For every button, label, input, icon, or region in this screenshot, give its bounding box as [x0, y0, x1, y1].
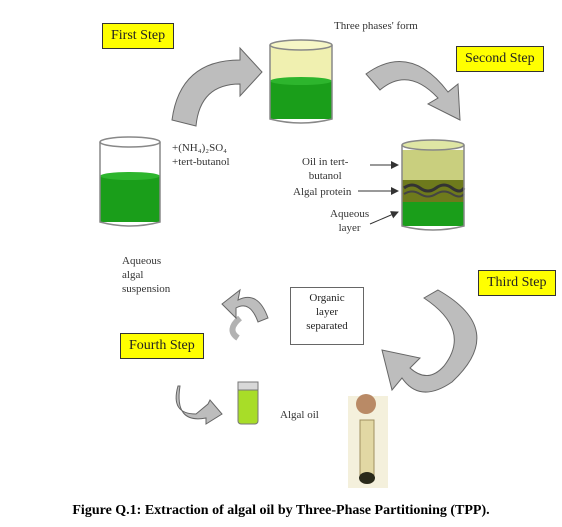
curved-arrow-icon [221, 288, 269, 323]
aqueous-suspension-line-2: algal [122, 269, 144, 281]
oil-in-tert-butanol-label: Oil in tert- butanol [302, 155, 348, 183]
three-phases-label: Three phases' form [334, 20, 418, 32]
aqueous-suspension-line-1: Aqueous [122, 255, 162, 267]
beaker-three-phases [269, 39, 333, 124]
reagent-ammonium-sulfate: +(NH₄)₂SO₄ [172, 142, 227, 154]
organic-box-line-3: separated [306, 320, 348, 332]
second-step-label: Second Step [456, 46, 544, 72]
organic-layer-box: Organic layer separated [290, 287, 364, 345]
curved-arrow-icon [175, 385, 223, 425]
curved-arrow-icon [365, 61, 461, 121]
reagent-tert-butanol: +tert-butanol [172, 156, 230, 168]
beaker-separated-phases [401, 139, 466, 231]
beaker-algal-suspension [99, 136, 161, 227]
curved-arrow-icon [171, 46, 263, 127]
algal-oil-vial [237, 381, 259, 425]
oil-in-line-2: butanol [308, 170, 342, 182]
curved-arrow-icon [229, 315, 243, 341]
pointer-arrow-icon [369, 211, 399, 225]
figure-caption: Figure Q.1: Extraction of algal oil by T… [72, 503, 490, 518]
third-step-label: Third Step [478, 270, 556, 296]
algal-protein-label: Algal protein [293, 186, 352, 198]
aqueous-suspension-line-3: suspension [122, 283, 171, 295]
fourth-step-label: Fourth Step [120, 333, 204, 359]
curved-arrow-icon [381, 289, 478, 393]
organic-box-line-2: layer [316, 306, 338, 318]
oil-in-line-1: Oil in tert- [302, 156, 349, 168]
oil-tube-photo [348, 394, 388, 488]
organic-box-line-1: Organic [309, 292, 345, 304]
first-step-label: First Step [102, 23, 175, 49]
aqueous-layer-line-2: layer [338, 222, 361, 234]
aqueous-layer-label: Aqueous layer [330, 207, 369, 235]
aqueous-layer-line-1: Aqueous [330, 208, 370, 220]
algal-oil-label: Algal oil [280, 409, 319, 421]
aqueous-suspension-label: Aqueous algal suspension [122, 254, 170, 296]
